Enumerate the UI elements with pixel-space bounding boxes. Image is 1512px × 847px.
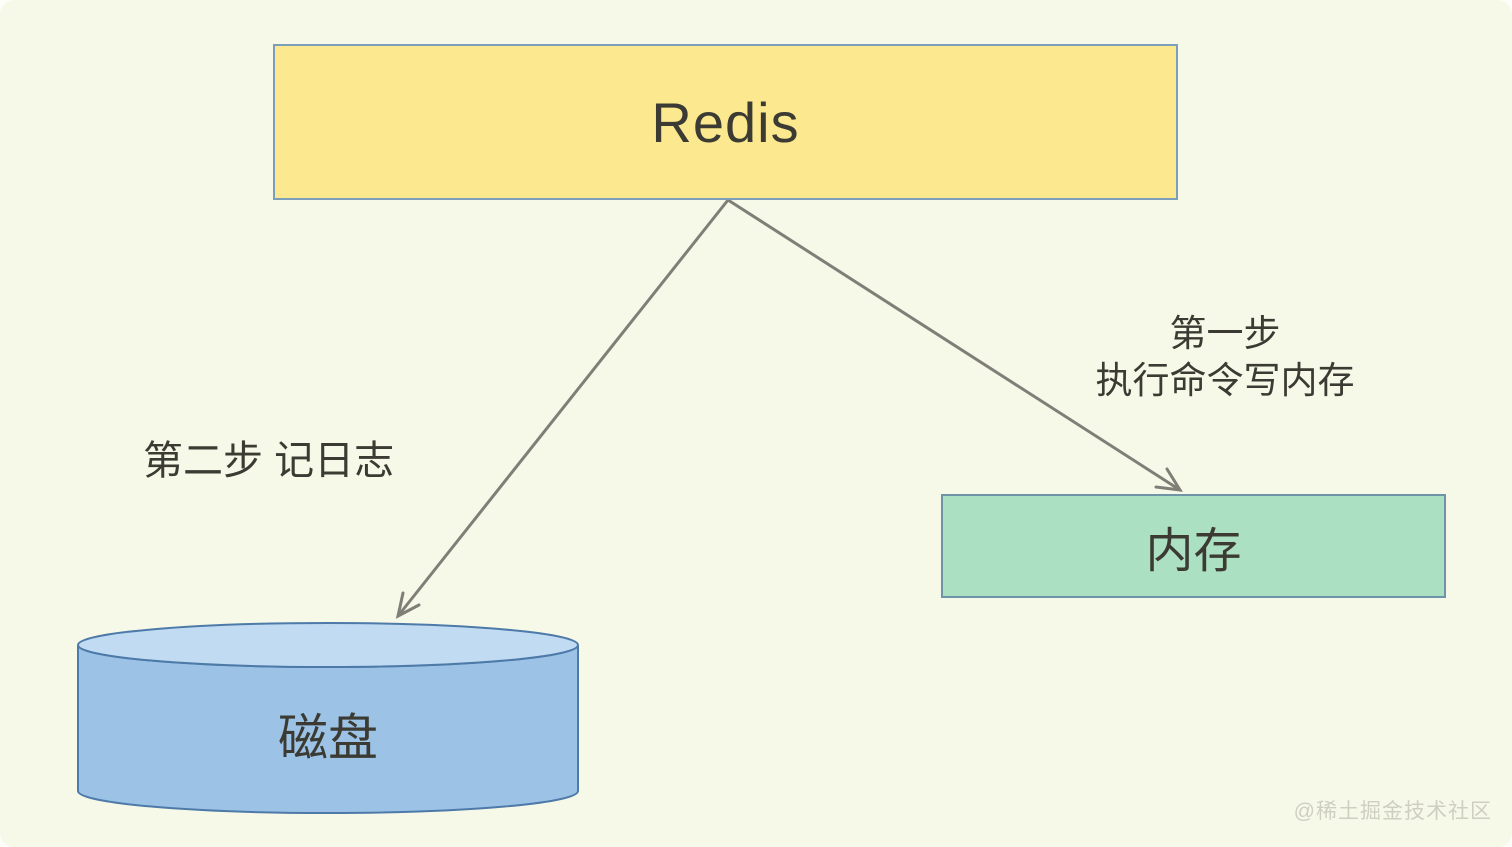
arrowhead-memory xyxy=(1154,467,1183,492)
redis-node: Redis xyxy=(273,44,1178,200)
redis-node-label: Redis xyxy=(651,90,800,154)
disk-node-label: 磁盘 xyxy=(278,710,378,766)
memory-node: 内存 xyxy=(941,494,1446,598)
arrow-redis-to-disk xyxy=(395,198,730,619)
arrowhead-disk xyxy=(395,591,421,619)
arrow-redis-to-memory xyxy=(726,198,1183,492)
edge-label-step1: 第一步 执行命令写内存 xyxy=(1040,310,1410,404)
watermark: @稀土掘金技术社区 xyxy=(1293,800,1492,823)
disk-cylinder-top xyxy=(78,623,578,667)
disk-cylinder-top-outline xyxy=(77,622,579,668)
edge-label-step2: 第二步 记日志 xyxy=(143,439,395,483)
edge-label-step1-line1: 第一步 xyxy=(1169,313,1281,354)
memory-node-label: 内存 xyxy=(1145,525,1242,578)
edge-label-step1-line2: 执行命令写内存 xyxy=(1095,360,1355,401)
disk-cylinder-body xyxy=(78,645,578,813)
